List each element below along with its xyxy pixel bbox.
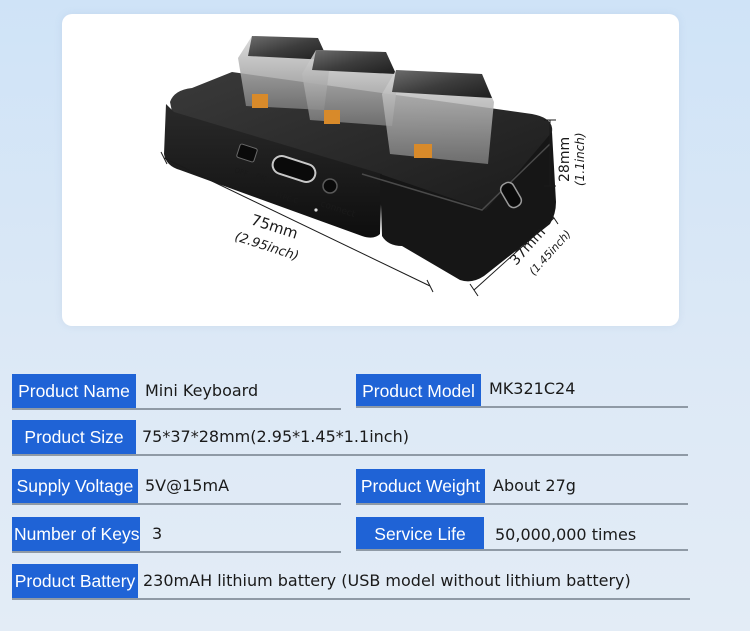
divider [12, 598, 690, 600]
supply-voltage-value: 5V@15mA [145, 476, 230, 495]
power-switch-icon [236, 143, 258, 163]
switch-off-label: OFF [233, 166, 248, 178]
product-battery-value: 230mAH lithium battery (USB model withou… [143, 571, 631, 590]
divider [12, 551, 341, 553]
product-size-value: 75*37*28mm(2.95*1.45*1.1inch) [142, 427, 409, 446]
product-model-value: MK321C24 [489, 379, 576, 398]
product-weight-label: Product Weight [356, 469, 485, 503]
service-life-value: 50,000,000 times [495, 525, 637, 544]
height-dimension-label: 28mm [557, 137, 573, 182]
keyboard-body-side [380, 132, 556, 282]
divider [356, 549, 688, 551]
product-weight-value: About 27g [493, 476, 576, 495]
supply-voltage-label: Supply Voltage [12, 469, 138, 503]
product-photo-card: OFF ON TYPE-C connect [62, 14, 679, 326]
divider [12, 408, 341, 410]
width-dimension-line [473, 217, 555, 291]
product-battery-label: Product Battery [12, 564, 138, 598]
product-name-value: Mini Keyboard [145, 381, 259, 400]
divider [12, 454, 688, 456]
number-of-keys-value: 3 [152, 524, 163, 543]
keycap-right [382, 70, 494, 164]
height-dimension-inch-label: (1.1inch) [573, 132, 587, 186]
mini-keyboard-illustration: OFF ON TYPE-C connect [160, 36, 587, 297]
keyboard-body-front [164, 104, 382, 238]
keycap-middle [302, 50, 398, 126]
product-name-label: Product Name [12, 374, 136, 408]
divider [356, 503, 688, 505]
divider [12, 503, 341, 505]
switch-on-label: ON [254, 172, 267, 183]
connect-button-icon [322, 178, 338, 194]
number-of-keys-label: Number of Keys [12, 517, 140, 551]
length-dimension-line [163, 157, 431, 287]
product-model-label: Product Model [356, 374, 481, 408]
divider [356, 406, 688, 408]
product-size-label: Product Size [12, 420, 136, 454]
service-life-label: Service Life [356, 517, 484, 551]
side-usb-port-icon [499, 181, 523, 209]
type-c-port-icon [271, 154, 317, 184]
